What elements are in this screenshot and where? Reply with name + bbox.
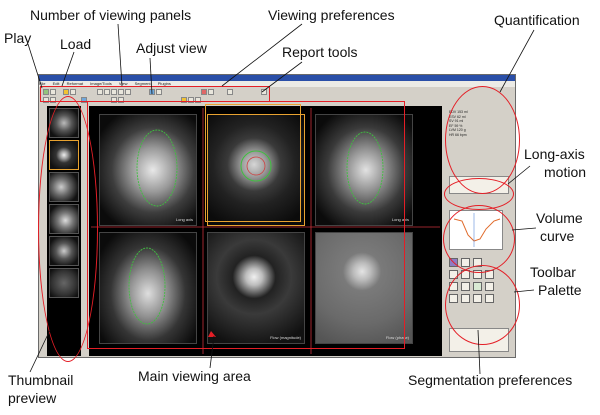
callout-main-viewing-area: Main viewing area	[138, 368, 251, 384]
connector-volume	[511, 227, 537, 231]
connector-thumbnail	[29, 329, 51, 373]
lv-contour-panel-2	[240, 150, 272, 182]
rotate-button[interactable]	[118, 97, 124, 103]
report-button[interactable]	[227, 89, 233, 95]
pan-button[interactable]	[111, 97, 117, 103]
connector-quantification	[499, 29, 535, 93]
callout-number-of-viewing-panels: Number of viewing panels	[30, 7, 192, 23]
connector-panels	[117, 23, 123, 87]
callout-segmentation-preferences: Segmentation preferences	[408, 372, 573, 388]
callout-quantification: Quantification	[494, 12, 580, 28]
viewing-panel-3[interactable]: Long axis	[315, 114, 413, 226]
prev-frame-button[interactable]	[43, 97, 49, 103]
callout-thumbnail-preview-line1: Thumbnail	[8, 372, 74, 388]
title-bar	[39, 75, 515, 81]
print-button[interactable]	[188, 97, 194, 103]
export-button[interactable]	[195, 97, 201, 103]
callout-long-axis-motion-line2: motion	[544, 164, 587, 180]
help-button[interactable]	[261, 89, 267, 95]
callout-report-tools: Report tools	[282, 44, 358, 60]
stop-button[interactable]	[50, 89, 56, 95]
viewing-panel-4[interactable]	[99, 232, 197, 344]
callout-toolbar-palette-line1: Toolbar	[530, 264, 576, 280]
panel-label: Flow (phase)	[385, 335, 409, 340]
lv-contour-panel-1	[136, 129, 178, 207]
menu-bar: File Edit Reformat Image/Tools View Segm…	[39, 81, 515, 87]
toolbar-row-1	[41, 88, 381, 96]
callout-play: Play	[4, 30, 32, 46]
callout-volume-curve-line2: curve	[540, 228, 575, 244]
toolbar-row-2	[41, 96, 381, 104]
connector-segmentation	[477, 329, 481, 375]
menu-plugins[interactable]: Plugins	[157, 81, 171, 86]
slice-button[interactable]	[81, 97, 87, 103]
lv-contour-panel-4	[128, 247, 166, 325]
report-tools-button[interactable]	[181, 97, 187, 103]
panel-label: Flow (magnitude)	[270, 335, 301, 340]
callout-adjust-view: Adjust view	[136, 40, 207, 56]
contrast-button[interactable]	[208, 89, 214, 95]
menu-file[interactable]: File	[39, 81, 46, 86]
callout-volume-curve-line1: Volume	[536, 210, 583, 226]
viewing-panel-2[interactable]	[207, 114, 305, 226]
panel-label: Long axis	[391, 217, 409, 222]
zoom-button[interactable]	[156, 89, 162, 95]
main-viewing-area[interactable]: Long axis Long axis Flow (magnitude) Flo…	[89, 106, 442, 356]
callout-load: Load	[60, 36, 92, 52]
callout-long-axis-motion-line1: Long-axis	[524, 146, 585, 162]
menu-image-tools[interactable]: Image/Tools	[90, 81, 112, 86]
callout-viewing-preferences: Viewing preferences	[268, 7, 395, 23]
menu-edit[interactable]: Edit	[52, 81, 60, 86]
connector-play	[27, 43, 43, 89]
panels-1x1-button[interactable]	[97, 89, 103, 95]
panels-1x2-button[interactable]	[104, 89, 110, 95]
panels-3x3-button[interactable]	[125, 89, 131, 95]
callout-toolbar-palette-line2: Palette	[538, 282, 582, 298]
viewing-panel-6[interactable]: Flow (phase)	[315, 232, 413, 344]
connector-main-view	[209, 335, 215, 369]
load-button[interactable]	[63, 89, 69, 95]
play-button[interactable]	[43, 89, 49, 95]
next-frame-button[interactable]	[50, 97, 56, 103]
annotation-ring-palette	[445, 265, 520, 345]
menu-segment[interactable]: Segment	[134, 81, 151, 86]
viewing-panel-1[interactable]: Long axis	[99, 114, 197, 226]
segmentation-contours	[91, 108, 440, 354]
panels-2x3-button[interactable]	[118, 89, 124, 95]
connector-adjust-view	[149, 57, 153, 95]
cursor-pointer	[208, 331, 216, 337]
connector-load	[61, 51, 75, 87]
panels-2x2-button[interactable]	[111, 89, 117, 95]
annotation-box-toolbar	[40, 86, 270, 102]
connector-viewing-preferences	[221, 23, 303, 87]
callout-thumbnail-preview-line2: preview	[8, 390, 57, 406]
lv-contour-panel-3	[346, 131, 384, 205]
endo-contour-panel-2	[246, 156, 266, 176]
menu-view[interactable]: View	[118, 81, 128, 86]
annotation-ring-thumbnails	[38, 96, 98, 362]
viewing-preferences-button[interactable]	[201, 89, 207, 95]
viewing-panel-5[interactable]: Flow (magnitude)	[207, 232, 305, 344]
annotation-box-selected-panel	[205, 104, 301, 222]
menu-reformat[interactable]: Reformat	[66, 81, 84, 86]
panel-label: Long axis	[175, 217, 193, 222]
connector-long-axis	[507, 165, 531, 185]
connector-palette	[513, 289, 535, 293]
connector-report-tools	[261, 61, 303, 93]
save-button[interactable]	[70, 89, 76, 95]
